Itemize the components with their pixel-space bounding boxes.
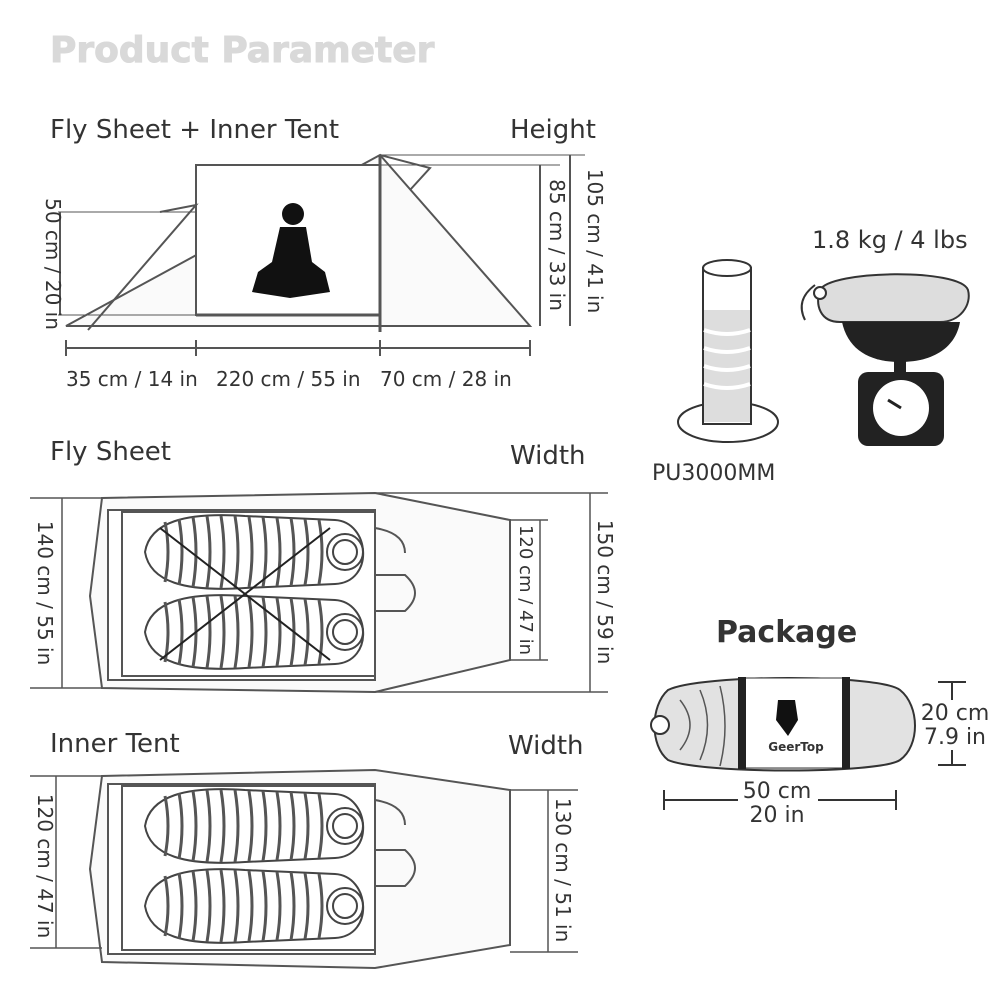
dim-inner-height: 85 cm / 33 in: [545, 179, 569, 311]
fly-sheet-view: Fly Sheet Width 140 cm / 55 in 1: [30, 437, 617, 694]
dim-vestibule-left: 35 cm / 14 in: [66, 367, 198, 391]
inner-tent-label: Inner Tent: [50, 729, 180, 759]
pole-cross: [159, 527, 331, 661]
waterproof-cylinder-icon: [677, 259, 779, 443]
height-dim-lines: [58, 154, 585, 326]
dim-total-height: 105 cm / 41 in: [583, 169, 607, 314]
package-brand: GeerTop: [768, 740, 824, 754]
side-view-label: Fly Sheet + Inner Tent: [50, 115, 339, 145]
length-dim-line: [65, 340, 531, 356]
fly-sheet-dim-inner-end: 120 cm / 47 in: [515, 525, 536, 655]
weight-label: 1.8 kg / 4 lbs: [812, 226, 968, 254]
package-label: Package: [716, 615, 857, 650]
package-dim-length-2: 20 in: [749, 803, 804, 828]
waterproof-label: PU3000MM: [652, 461, 775, 486]
package-bag-icon: [650, 677, 916, 772]
fly-sheet-label: Fly Sheet: [50, 437, 171, 467]
fly-sheet-width-label: Width: [510, 441, 586, 471]
height-label: Height: [510, 115, 596, 145]
fly-sheet-dim-lines: [30, 492, 608, 693]
package-dim-length-1: 50 cm: [743, 779, 812, 804]
fly-sheet-dim-right: 150 cm / 59 in: [593, 520, 617, 665]
side-view: Fly Sheet + Inner Tent Height 50 cm /: [41, 115, 607, 391]
inner-tent-view: Inner Tent Width 120 cm / 47 in 130 cm /…: [30, 729, 584, 970]
scale-icon: [800, 273, 970, 446]
fly-sheet-dim-left: 140 cm / 55 in: [33, 521, 57, 666]
dim-inner-length: 220 cm / 55 in: [216, 367, 361, 391]
inner-tent-dim-lines: [30, 775, 578, 953]
dim-vestibule-right: 70 cm / 28 in: [380, 367, 512, 391]
inner-tent-width-label: Width: [508, 731, 584, 761]
person-silhouette-icon: [252, 203, 330, 298]
inner-tent-dim-left: 120 cm / 47 in: [33, 794, 57, 939]
package-dim-height-1: 20 cm: [921, 701, 990, 726]
dim-left-height: 50 cm / 20 in: [41, 198, 65, 330]
package-dim-height-2: 7.9 in: [924, 725, 986, 750]
page-title: Product Parameter: [50, 30, 435, 71]
geertop-logo-icon: [776, 700, 798, 736]
inner-tent-dim-right: 130 cm / 51 in: [551, 798, 575, 943]
